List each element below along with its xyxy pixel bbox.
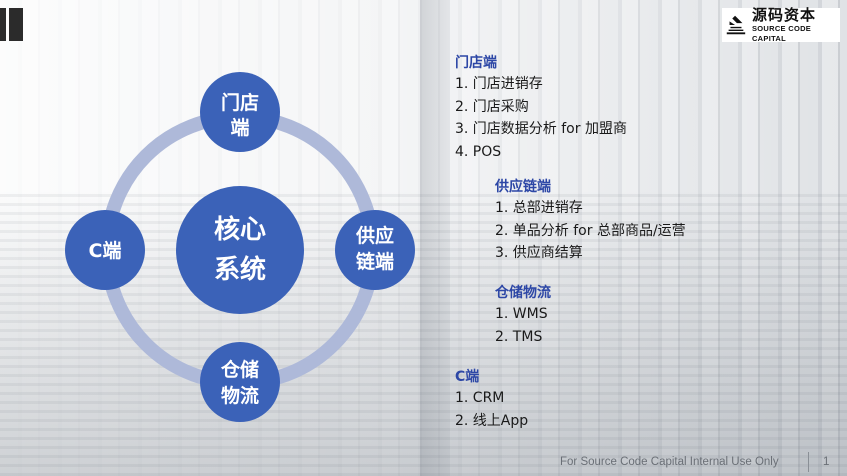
- background-tower: [420, 0, 450, 476]
- node-warehouse-label-line1: 仓储: [220, 358, 259, 381]
- section-store: 门店端 1. 门店进销存 2. 门店采购 3. 门店数据分析 for 加盟商 4…: [455, 53, 627, 163]
- section-supply-chain: 供应链端 1. 总部进销存 2. 单品分析 for 总部商品/运营 3. 供应商…: [495, 177, 686, 265]
- list-item: 2. 单品分析 for 总部商品/运营: [495, 222, 686, 239]
- list-item: 4. POS: [455, 143, 502, 160]
- list-item: 1. 总部进销存: [495, 200, 583, 216]
- company-logo: 源码资本 SOURCE CODE CAPITAL: [722, 5, 840, 43]
- core-system-diagram: 核心 系统 门店 端 供应 链端 仓储 物流 C端: [65, 72, 415, 422]
- section-consumer: C端 1. CRM 2. 线上App: [455, 367, 528, 432]
- node-supply-label-line1: 供应: [355, 224, 394, 247]
- node-supply-label-line2: 链端: [356, 250, 394, 273]
- list-item: 2. TMS: [495, 328, 543, 345]
- section-store-title: 门店端: [455, 55, 497, 71]
- corner-mark-icon: [0, 8, 28, 41]
- section-consumer-title: C端: [455, 369, 480, 385]
- footer-note: For Source Code Capital Internal Use Onl…: [560, 456, 779, 468]
- center-node: [176, 186, 304, 314]
- node-warehouse: [200, 342, 280, 422]
- list-item: 2. 线上App: [455, 412, 529, 429]
- logo-english-name: SOURCE CODE CAPITAL: [751, 23, 812, 43]
- list-item: 1. WMS: [495, 306, 548, 322]
- node-warehouse-label-line2: 物流: [221, 384, 259, 407]
- node-store-label-line2: 端: [230, 116, 249, 139]
- page-divider: [808, 452, 809, 472]
- page-number: 1: [823, 456, 830, 468]
- list-item: 3. 供应商结算: [495, 245, 583, 261]
- list-item: 2. 门店采购: [455, 98, 529, 115]
- list-item: 3. 门店数据分析 for 加盟商: [455, 121, 627, 137]
- center-label-line2: 系统: [214, 254, 266, 285]
- node-store: [200, 72, 280, 152]
- node-supply-chain: [335, 210, 415, 290]
- section-supply-title: 供应链端: [495, 179, 551, 195]
- node-consumer-label: C端: [89, 239, 122, 262]
- node-consumer: [65, 210, 145, 290]
- logo-chinese-name: 源码资本: [751, 5, 816, 24]
- section-warehouse-title: 仓储物流: [495, 285, 551, 301]
- section-warehouse: 仓储物流 1. WMS 2. TMS: [495, 283, 551, 348]
- center-label-line1: 核心: [214, 214, 266, 245]
- node-store-label-line1: 门店: [221, 91, 259, 114]
- list-item: 1. CRM: [455, 390, 505, 406]
- logo-mark-icon: [724, 12, 748, 38]
- list-item: 1. 门店进销存: [455, 76, 543, 92]
